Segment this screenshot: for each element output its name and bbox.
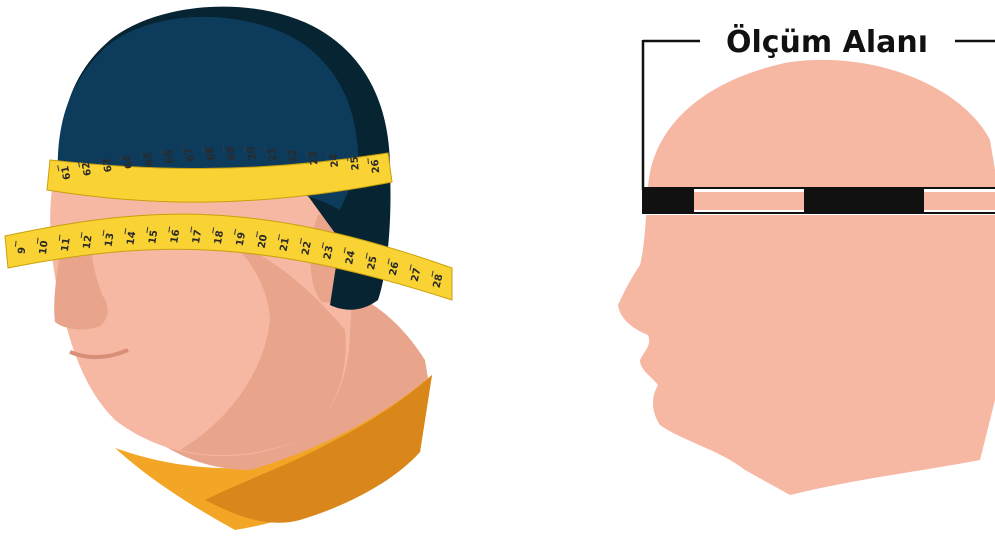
tape-number: 22 [287,148,300,163]
tape-number: 16 [169,229,182,245]
tape-number: 67 [184,147,197,162]
band-segment-light [694,192,804,210]
band-segment-dark [642,189,694,213]
measurement-area-title: Ölçüm Alanı [726,23,928,60]
tape-number: 9 [17,246,29,254]
tape-number: 14 [125,230,138,245]
tape-number: 15 [147,229,160,244]
tape-tick [306,150,307,156]
tape-number: 17 [191,229,204,245]
tape-number: 68 [205,146,218,161]
tape-number: 66 [163,149,176,164]
tape-number: 23 [308,150,320,165]
tape-number: 24 [329,153,341,168]
tape-number: 12 [82,234,95,249]
tape-number: 69 [225,145,238,160]
tape-number: 65 [143,151,156,167]
tape-number: 26 [370,159,382,174]
tape-tick [368,158,369,164]
tape-number: 13 [104,232,117,247]
measurement-band [642,187,995,215]
band-segment-light [924,192,995,210]
profile-silhouette [618,60,995,495]
tape-number: 25 [349,156,361,171]
tape-number: 18 [213,230,226,246]
tape-tick [285,148,286,154]
tape-number: 10 [38,240,51,255]
band-segment-dark [804,189,924,213]
tape-number: 64 [122,154,135,170]
tape-number: 20 [246,146,259,161]
tape-number: 11 [60,237,73,252]
tape-number: 21 [267,147,280,162]
profile-head-illustration: Ölçüm Alanı [618,23,995,495]
tape-tick [327,152,328,158]
tape-tick [347,155,348,161]
